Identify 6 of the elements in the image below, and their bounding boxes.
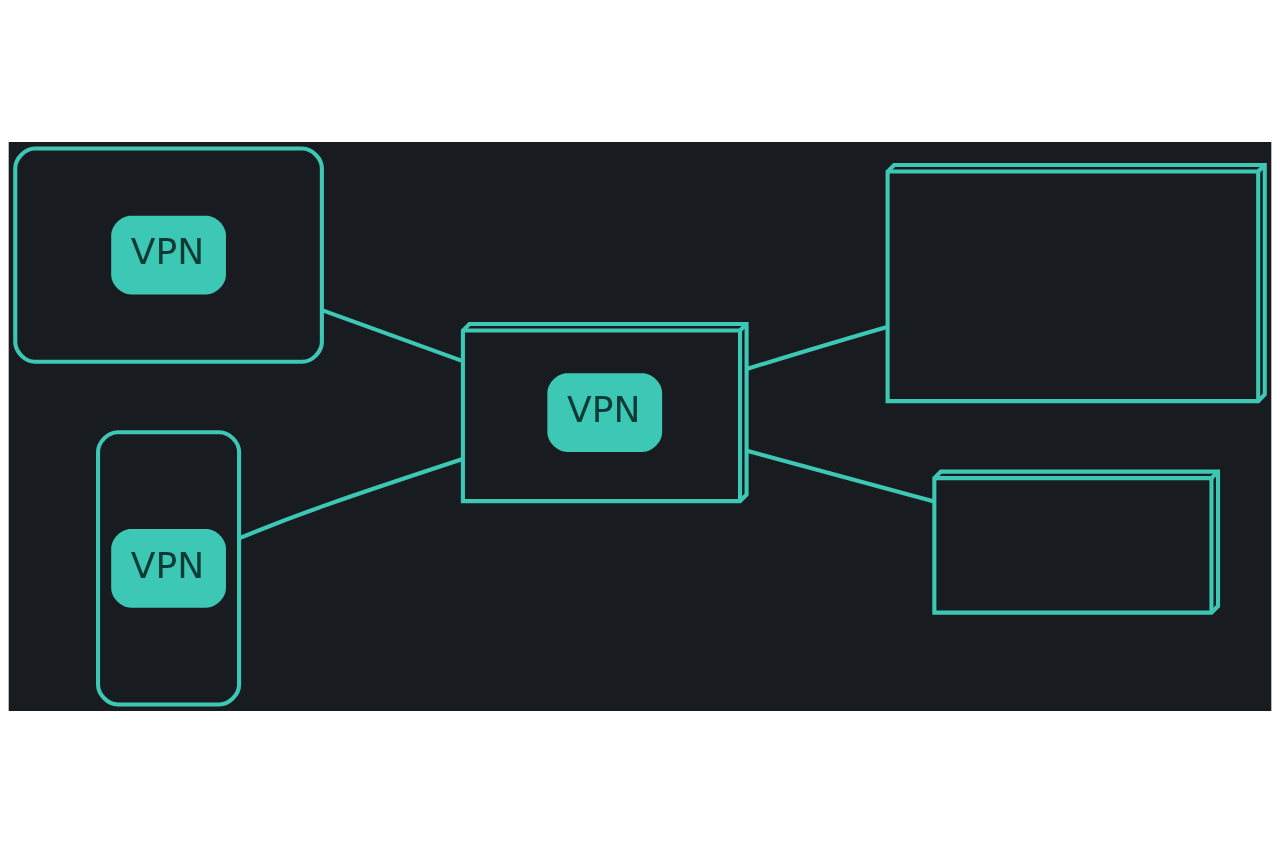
node-box: VPN — [96, 430, 242, 707]
connector — [746, 448, 935, 504]
connector — [321, 308, 464, 364]
connector — [746, 325, 888, 371]
node-box: VPN — [13, 146, 324, 364]
connector — [238, 457, 464, 541]
